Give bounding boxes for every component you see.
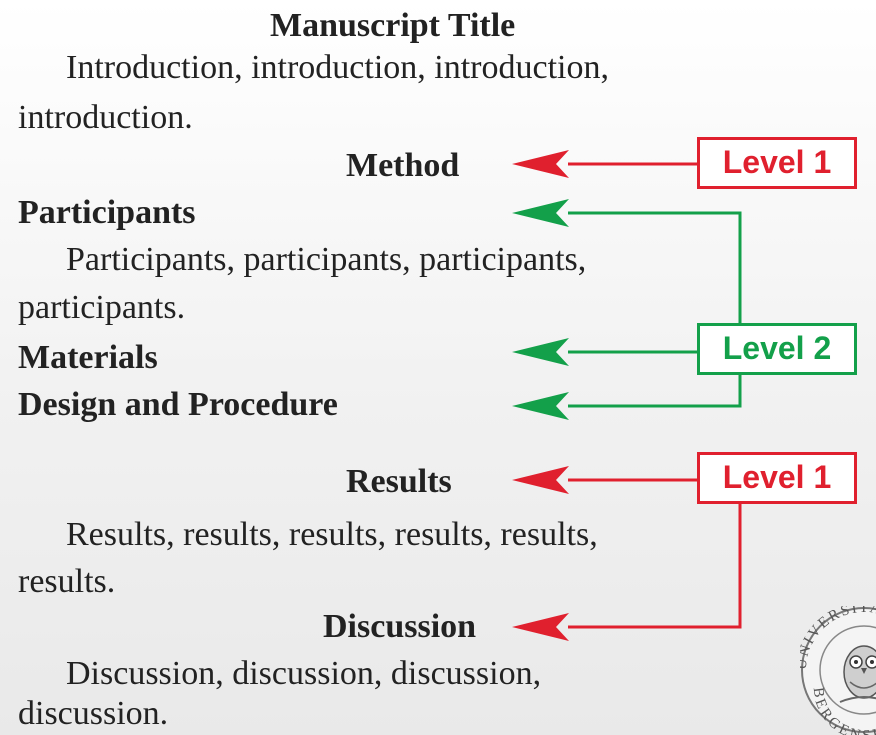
arrow-to-results-icon	[512, 466, 569, 494]
arrow-to-method-icon	[512, 150, 569, 178]
results-heading: Results	[346, 463, 452, 500]
arrow-to-participants-icon	[512, 199, 569, 227]
results-line-2: results.	[18, 563, 116, 600]
design-procedure-heading: Design and Procedure	[18, 386, 338, 423]
participants-line-2: participants.	[18, 289, 186, 326]
level1-top-label-box: Level 1	[697, 137, 857, 189]
arrow-to-materials-icon	[512, 338, 569, 366]
intro-line-1: Introduction, introduction, introduction…	[66, 49, 609, 86]
level1-bottom-label-box: Level 1	[697, 452, 857, 504]
discussion-heading: Discussion	[323, 608, 477, 645]
arrow-to-discussion-icon	[512, 613, 569, 641]
level1-top-arrow-group	[512, 150, 697, 178]
manuscript-title: Manuscript Title	[270, 7, 516, 44]
method-heading: Method	[346, 147, 460, 184]
discussion-line-1: Discussion, discussion, discussion,	[66, 655, 542, 692]
level1-bottom-label: Level 1	[722, 459, 832, 495]
discussion-line-2: discussion.	[18, 695, 169, 732]
arrow-to-design-procedure-icon	[512, 392, 569, 420]
level1-top-label: Level 1	[722, 144, 832, 180]
university-seal-logo: UNIVERSITAS BERGENSIS	[800, 606, 876, 735]
results-line-1: Results, results, results, results, resu…	[66, 516, 598, 553]
level2-label: Level 2	[722, 330, 832, 366]
level2-connector-line	[568, 211, 742, 408]
participants-heading: Participants	[18, 194, 196, 231]
participants-line-1: Participants, participants, participants…	[66, 241, 587, 278]
materials-heading: Materials	[18, 339, 158, 376]
level2-label-box: Level 2	[697, 323, 857, 375]
level2-arrow-group	[512, 199, 742, 420]
intro-line-2: introduction.	[18, 99, 193, 136]
